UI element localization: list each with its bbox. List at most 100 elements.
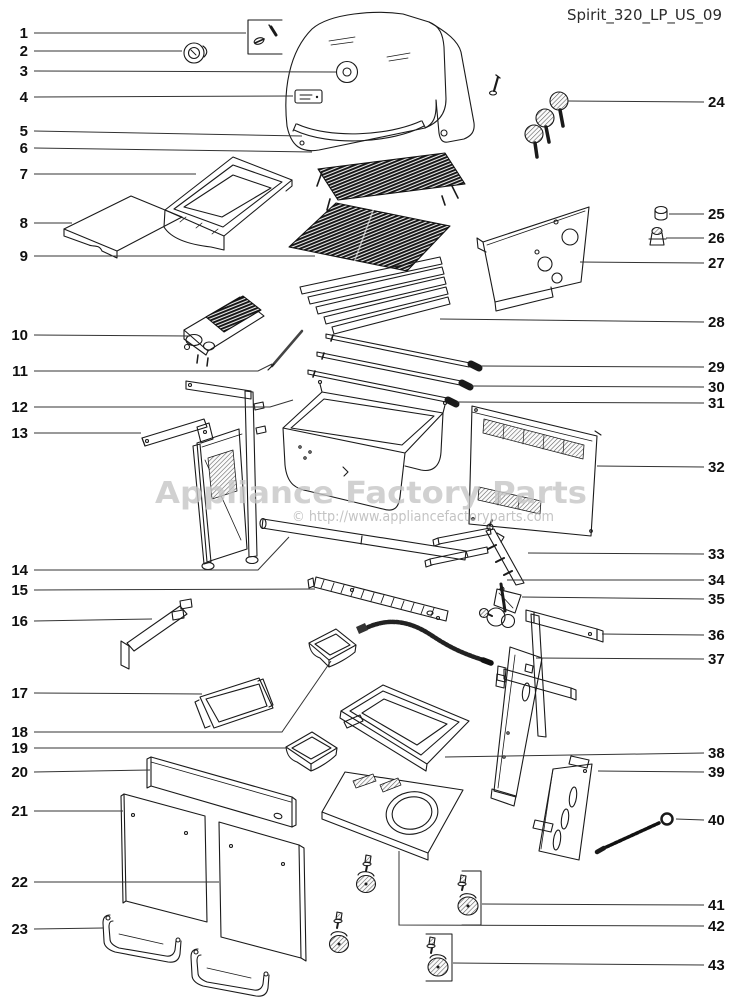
leader-line-4 — [33, 95, 294, 98]
part-number-3: 3 — [20, 63, 28, 80]
leader-line-24 — [567, 100, 705, 103]
part-number-29: 29 — [708, 359, 725, 376]
burner-tubes-part — [307, 333, 483, 408]
leader-line-32 — [596, 465, 705, 468]
warming-rack-part — [316, 152, 466, 211]
cooking-grate-part — [288, 202, 451, 272]
thermometer-part — [183, 42, 208, 64]
left-door-part — [120, 793, 208, 923]
bottom-panel-part — [321, 771, 464, 861]
part-number-11: 11 — [12, 363, 28, 380]
frame-rail-part — [533, 611, 598, 641]
part-number-32: 32 — [708, 459, 725, 476]
lid-hardware-part — [247, 19, 283, 55]
part-number-9: 9 — [20, 248, 28, 265]
leader-line-10 — [33, 334, 191, 337]
part-number-35: 35 — [708, 591, 725, 608]
match-holder-part — [594, 812, 674, 855]
part-number-10: 10 — [11, 327, 28, 344]
control-knobs-part — [524, 91, 569, 159]
part-number-8: 8 — [20, 215, 28, 232]
brand-badge — [294, 89, 323, 104]
leader-line-43 — [452, 962, 705, 966]
callout-layer: 1234567891011121314151617181920212223242… — [11, 25, 725, 974]
right-frame-assembly — [490, 609, 604, 807]
part-number-38: 38 — [708, 745, 725, 762]
leader-line-16 — [33, 618, 153, 622]
part-number-25: 25 — [708, 206, 725, 223]
part-number-43: 43 — [708, 957, 725, 974]
part-number-21: 21 — [11, 803, 28, 820]
part-number-15: 15 — [11, 582, 28, 599]
leader-line-41 — [481, 903, 705, 906]
leader-line-18 — [34, 660, 332, 733]
leader-line-27 — [579, 261, 705, 264]
caster-kit-41 — [457, 870, 482, 926]
regulator-part — [478, 588, 522, 629]
leader-line-5 — [33, 130, 303, 137]
part-number-27: 27 — [708, 255, 725, 272]
leader-line-3 — [33, 70, 337, 73]
control-panel-part — [476, 206, 590, 312]
part-number-22: 22 — [11, 874, 28, 891]
door-handles-part — [102, 914, 270, 997]
leader-line-12 — [34, 399, 294, 408]
watermark-brand-text: Appliance Factory Parts — [155, 476, 587, 511]
back-panel-part — [468, 405, 602, 537]
part-number-36: 36 — [708, 627, 725, 644]
slide-tray-part — [194, 677, 274, 729]
side-burner-lid-part — [63, 195, 183, 259]
part-number-28: 28 — [708, 314, 725, 331]
part-number-24: 24 — [708, 94, 725, 111]
leader-line-35 — [521, 596, 705, 600]
part-number-4: 4 — [20, 89, 29, 106]
leader-line-30 — [470, 385, 705, 388]
caster-loose-b — [328, 911, 350, 954]
igniter-fitting-part — [648, 226, 667, 246]
part-number-20: 20 — [11, 764, 28, 781]
flavorizer-bars-part — [299, 256, 451, 335]
side-handle-part — [141, 418, 208, 447]
side-burner-box-part — [163, 156, 293, 251]
part-number-19: 19 — [11, 740, 28, 757]
part-number-5: 5 — [20, 123, 28, 140]
part-number-40: 40 — [708, 812, 725, 829]
thermometer-hole — [335, 60, 359, 84]
leader-line-17 — [33, 692, 203, 695]
part-number-23: 23 — [11, 921, 28, 938]
lid-screw — [488, 74, 501, 96]
leader-line-40 — [675, 818, 705, 821]
part-number-17: 17 — [11, 685, 28, 702]
tool-holder-part — [532, 755, 593, 861]
caster-kit-43 — [425, 933, 453, 982]
leader-line-42 — [398, 851, 705, 927]
part-number-34: 34 — [708, 572, 725, 589]
part-number-1: 1 — [20, 25, 28, 42]
front-rail-part — [259, 517, 469, 561]
watermark: Appliance Factory Parts © http://www.app… — [155, 476, 587, 525]
catch-pan-part — [308, 628, 357, 668]
handle-bracket-part — [120, 598, 193, 670]
leader-line-33 — [527, 552, 705, 555]
part-number-16: 16 — [11, 613, 28, 630]
part-number-2: 2 — [20, 43, 28, 60]
part-number-7: 7 — [20, 166, 28, 183]
part-number-6: 6 — [20, 140, 28, 157]
part-number-41: 41 — [708, 897, 725, 914]
part-number-26: 26 — [708, 230, 725, 247]
leader-line-36 — [601, 633, 705, 636]
part-number-13: 13 — [11, 425, 28, 442]
leader-line-28 — [439, 318, 705, 323]
diagram-title: Spirit_320_LP_US_09 — [567, 6, 722, 25]
leader-line-29 — [480, 365, 705, 368]
part-number-33: 33 — [708, 546, 725, 563]
side-burner-assembly-part — [183, 295, 265, 367]
lid-handle — [292, 120, 426, 142]
leader-line-11 — [34, 363, 273, 372]
manifold-assembly-part — [424, 519, 525, 586]
leader-line-15 — [33, 588, 316, 591]
part-number-18: 18 — [11, 724, 28, 741]
cross-channel-part — [307, 576, 449, 622]
